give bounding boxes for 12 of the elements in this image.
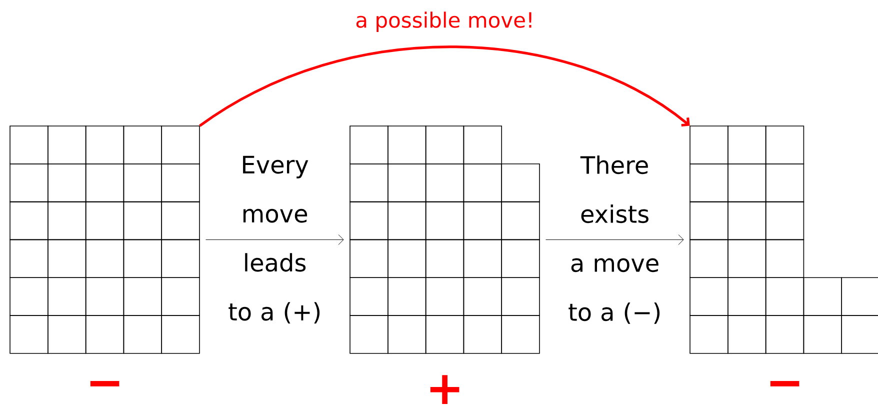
grid-drawing xyxy=(690,126,878,354)
edge-label: a possible move! xyxy=(356,12,532,32)
sign-label: − xyxy=(770,381,800,386)
edge-label: Every move leads to a (+) xyxy=(228,156,320,324)
arrow xyxy=(206,234,344,245)
curved-arrow xyxy=(199,46,690,127)
arrow xyxy=(546,234,684,245)
sign-label: + xyxy=(430,375,460,404)
grid-drawing xyxy=(10,126,200,354)
grid-drawing xyxy=(350,126,540,354)
edge-label: There exists a move to a (−) xyxy=(568,156,660,324)
sign-label: − xyxy=(90,381,120,386)
